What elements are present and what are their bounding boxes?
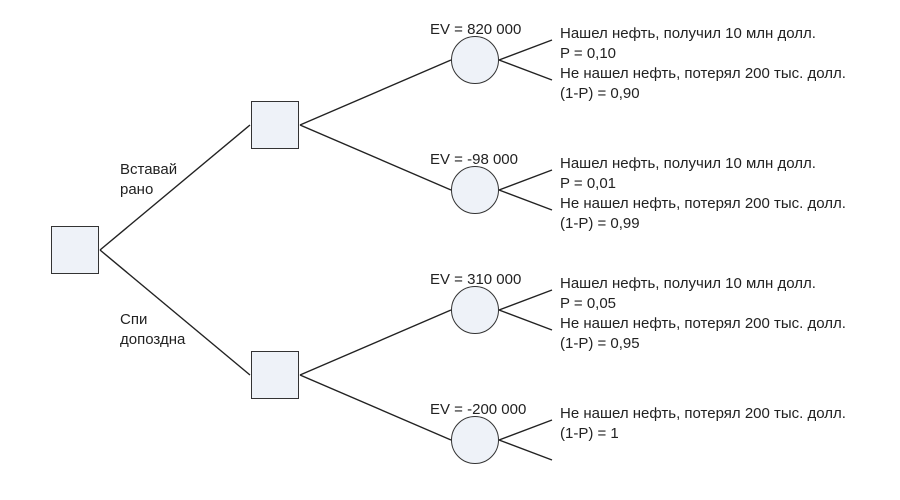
outcome-text: Не нашел нефть, потерял 200 тыс. долл. xyxy=(560,315,846,332)
outcomes-node-3: Нашел нефть, получил 10 млн долл. P = 0,… xyxy=(560,274,846,354)
outcomes-node-4: Не нашел нефть, потерял 200 тыс. долл. (… xyxy=(560,404,846,444)
outcome-text: Не нашел нефть, потерял 200 тыс. долл. xyxy=(560,65,846,82)
edge-late-to-chance-4 xyxy=(299,374,452,441)
chance-node-3 xyxy=(451,286,499,334)
branch-label-early-line-2: рано xyxy=(120,181,154,198)
ev-label-4: EV = -200 000 xyxy=(430,401,527,418)
late-decision-node xyxy=(251,351,299,399)
ev-label-1: EV = 820 000 xyxy=(430,21,522,38)
outcomes-node-2: Нашел нефть, получил 10 млн долл. P = 0,… xyxy=(560,154,846,234)
early-decision-node xyxy=(251,101,299,149)
branch-label-late-line-2: допоздна xyxy=(120,331,186,348)
edge-early-to-chance-2 xyxy=(299,124,452,191)
chance-node-4 xyxy=(451,416,499,464)
ev-label-2: EV = -98 000 xyxy=(430,151,518,168)
branch-label-late-line-1: Спи xyxy=(120,311,148,328)
outcome-text: Не нашел нефть, потерял 200 тыс. долл. xyxy=(560,195,846,212)
edge-chance-1-outcome-2 xyxy=(498,59,553,81)
edge-chance-2-outcome-1 xyxy=(498,169,553,191)
outcome-probability: (1-P) = 1 xyxy=(560,425,619,442)
outcome-probability: P = 0,01 xyxy=(560,175,617,192)
edge-chance-1-outcome-1 xyxy=(498,39,553,61)
outcome-text: Нашел нефть, получил 10 млн долл. xyxy=(560,275,816,292)
outcomes-node-1: Нашел нефть, получил 10 млн долл. P = 0,… xyxy=(560,24,846,104)
edge-late-to-chance-3 xyxy=(299,309,452,376)
branch-label-early: Вставай рано xyxy=(120,160,177,200)
edge-chance-3-outcome-1 xyxy=(498,289,553,311)
outcome-probability: P = 0,05 xyxy=(560,295,617,312)
edge-chance-4-outcome-1 xyxy=(498,419,553,441)
ev-label-3: EV = 310 000 xyxy=(430,271,522,288)
edge-root-to-late xyxy=(99,249,251,376)
root-decision-node xyxy=(51,226,99,274)
branch-label-late: Спи допоздна xyxy=(120,310,185,350)
edge-chance-2-outcome-2 xyxy=(498,189,553,211)
outcome-text: Нашел нефть, получил 10 млн долл. xyxy=(560,25,816,42)
edge-early-to-chance-1 xyxy=(299,59,452,126)
outcome-text: Нашел нефть, получил 10 млн долл. xyxy=(560,155,816,172)
edge-root-to-early xyxy=(99,124,251,251)
outcome-probability: (1-P) = 0,90 xyxy=(560,85,640,102)
outcome-probability: P = 0,10 xyxy=(560,45,617,62)
edge-chance-4-outcome-2 xyxy=(498,439,553,461)
outcome-text: Не нашел нефть, потерял 200 тыс. долл. xyxy=(560,405,846,422)
edge-chance-3-outcome-2 xyxy=(498,309,553,331)
chance-node-2 xyxy=(451,166,499,214)
outcome-probability: (1-P) = 0,95 xyxy=(560,335,640,352)
branch-label-early-line-1: Вставай xyxy=(120,161,178,178)
chance-node-1 xyxy=(451,36,499,84)
outcome-probability: (1-P) = 0,99 xyxy=(560,215,640,232)
